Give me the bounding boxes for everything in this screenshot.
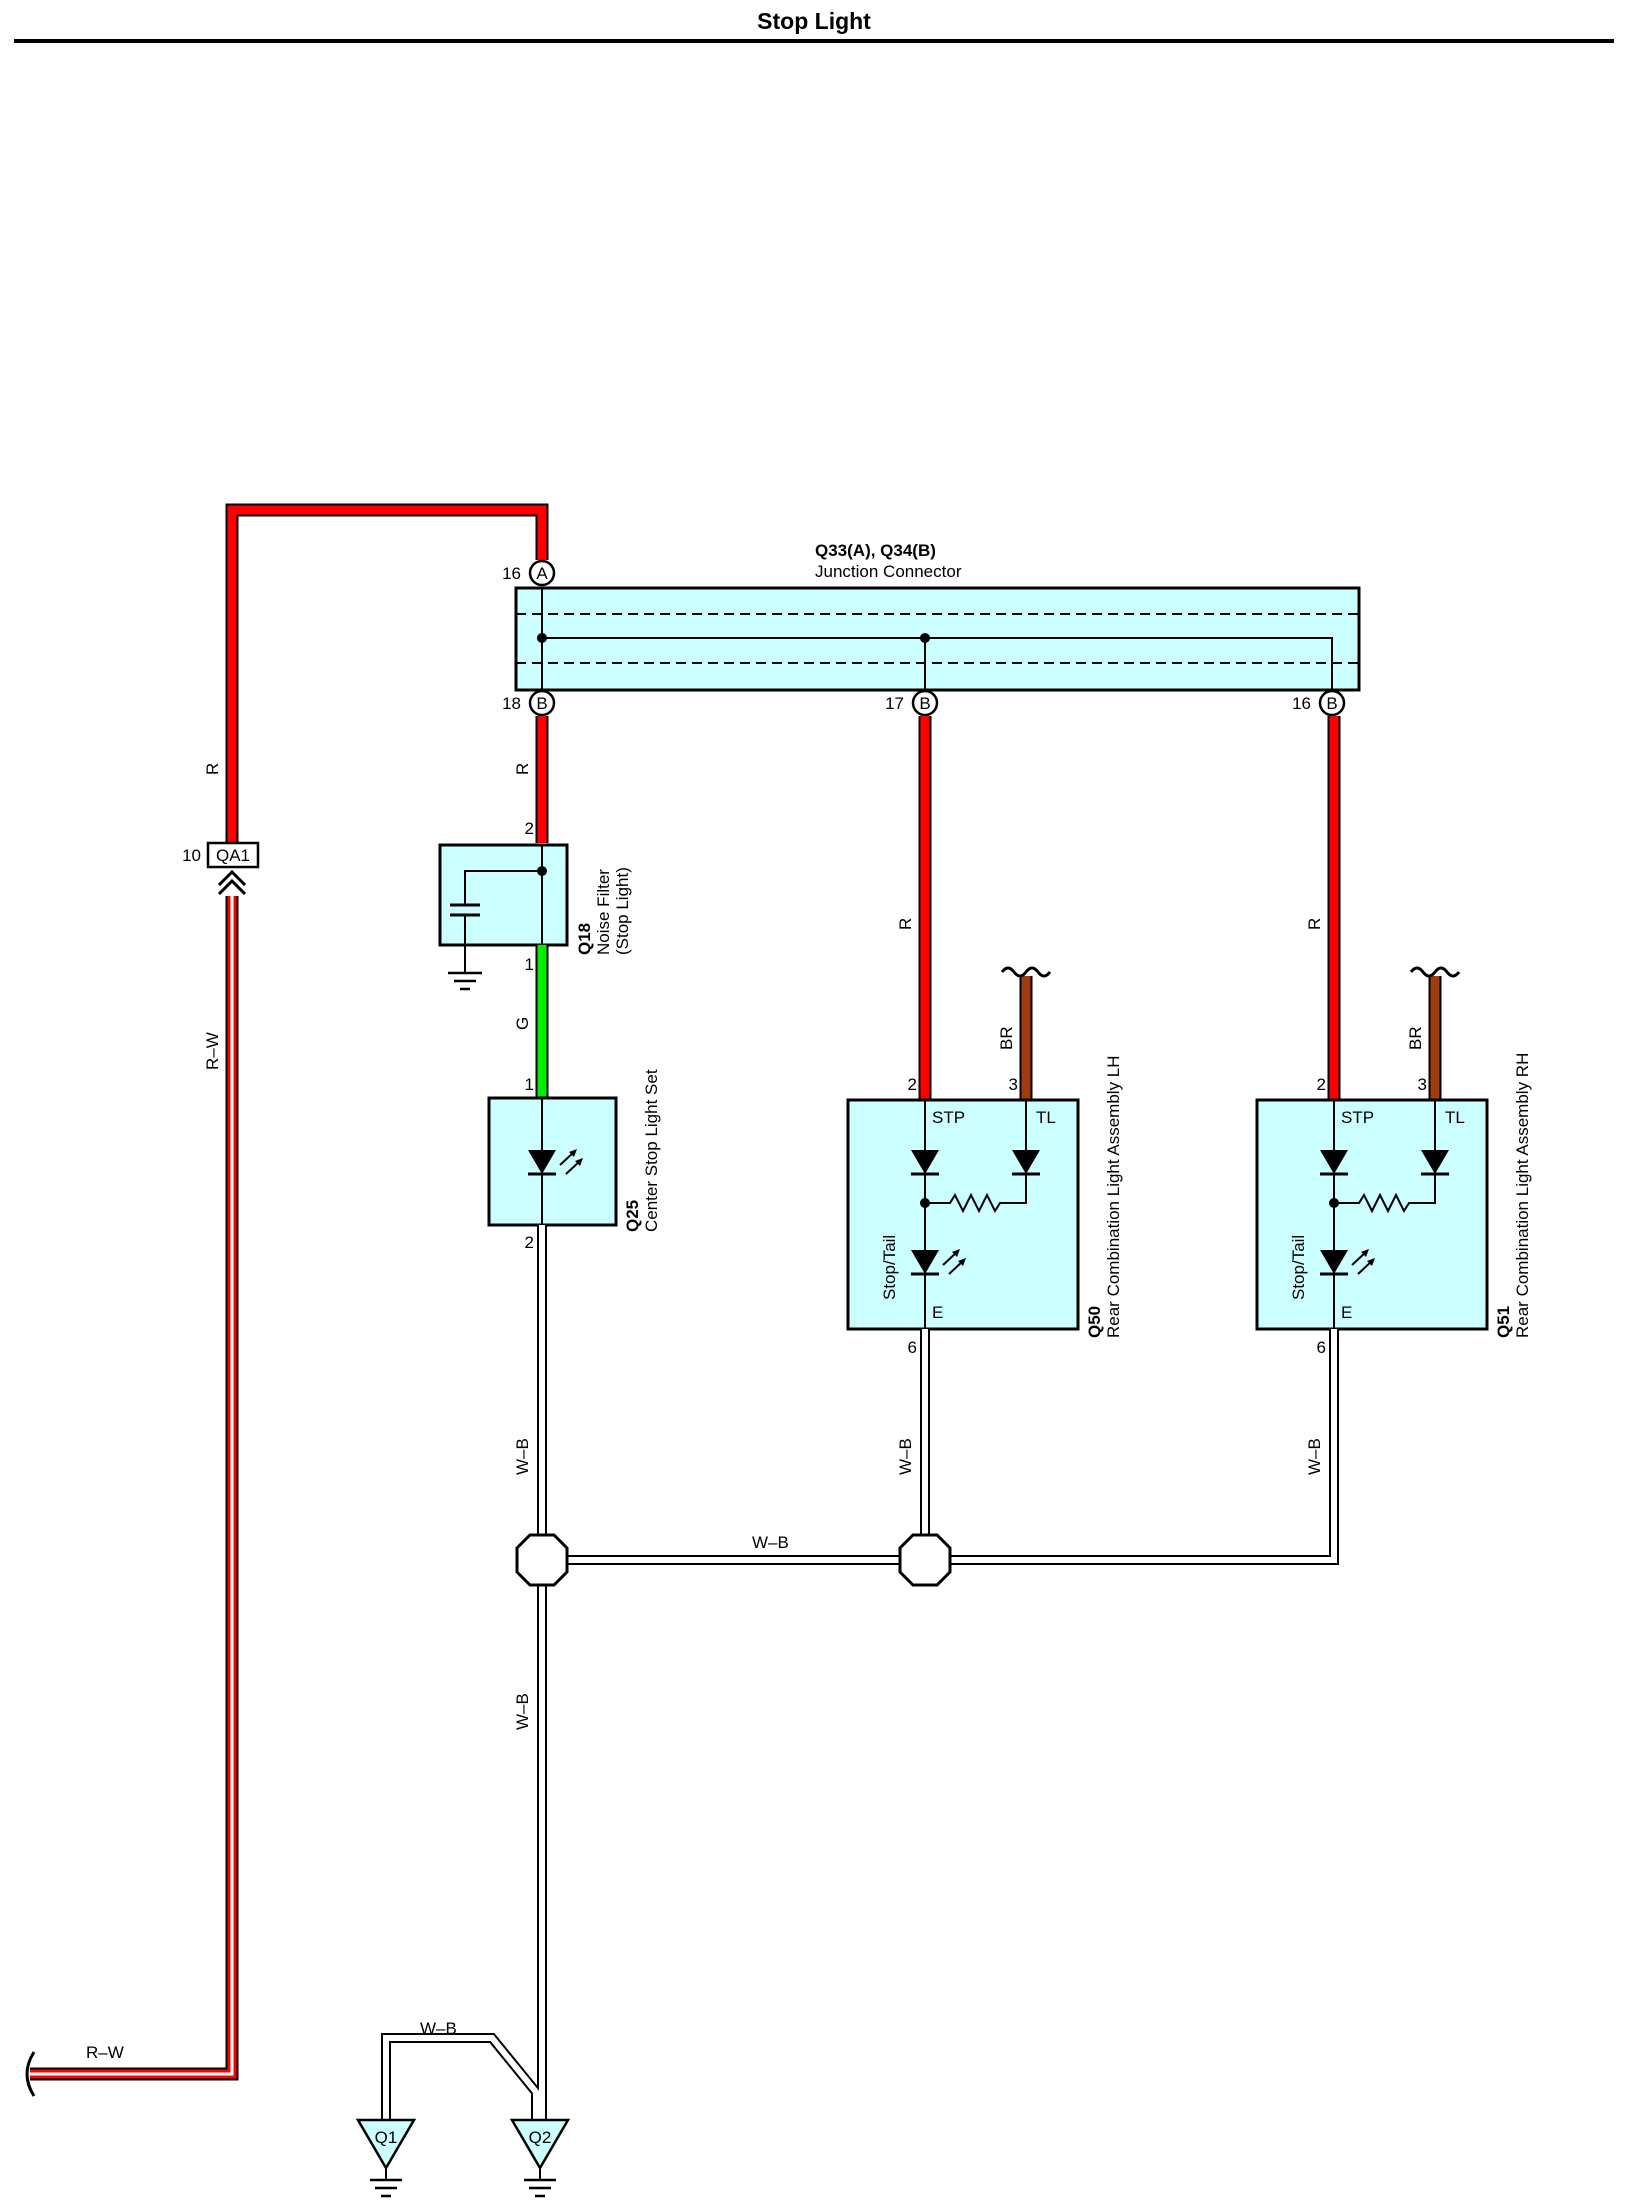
- junction-pin-16a: [528, 559, 556, 587]
- center-stop-light-pin-out: 2: [525, 1233, 534, 1252]
- junction-pin-18b-number: 18: [502, 694, 521, 713]
- wire-label-br-rh: BR: [1406, 1026, 1425, 1050]
- wire-label-wb-lh: W–B: [896, 1438, 915, 1475]
- wire-label-r-feed: R: [203, 763, 222, 775]
- junction-pin-16b-letter: B: [1326, 694, 1337, 713]
- rear-rh-pin-e: 6: [1317, 1338, 1326, 1357]
- rear-lh-code: Q50: [1085, 1306, 1104, 1338]
- ground-icon: [448, 971, 482, 991]
- junction-pin-16b: [1318, 689, 1346, 717]
- rear-lh-pin-e: 6: [908, 1338, 917, 1357]
- rear-rh-code: Q51: [1494, 1306, 1513, 1338]
- led-icon: [909, 1248, 966, 1276]
- rear-rh-pin-stp: 2: [1317, 1075, 1326, 1094]
- wire-label-r-noise: R: [513, 763, 532, 775]
- junction-pin-17b-letter: B: [919, 694, 930, 713]
- junction-pin-18b: [528, 689, 556, 717]
- wire-label-r-rh: R: [1305, 918, 1324, 930]
- title-rule: [14, 39, 1614, 43]
- center-stop-light-code: Q25: [623, 1200, 642, 1232]
- wire-wb-network: [381, 1225, 1339, 2120]
- ground-q2-label: Q2: [529, 2128, 552, 2147]
- rear-combination-light-rh-q51: [1255, 1098, 1489, 1331]
- wire-label-wb-q1: W–B: [420, 2019, 457, 2038]
- wire-label-wb-rh: W–B: [1305, 1438, 1324, 1475]
- wire-label-g: G: [513, 1017, 532, 1030]
- rear-rh-name: Rear Combination Light Assembly RH: [1513, 1053, 1532, 1338]
- wire-br-rh: [1409, 966, 1461, 1100]
- junction-connector-name: Junction Connector: [815, 562, 962, 581]
- rear-rh-stoptail-label: Stop/Tail: [1289, 1235, 1308, 1300]
- wire-label-r-lh: R: [896, 918, 915, 930]
- wire-label-wb-horizontal: W–B: [752, 1533, 789, 1552]
- wire-label-rw-horizontal: R–W: [86, 2043, 124, 2062]
- rear-lh-e-label: E: [932, 1303, 943, 1322]
- rear-lh-pin-tl: 3: [1009, 1075, 1018, 1094]
- rear-rh-e-label: E: [1341, 1303, 1352, 1322]
- rear-lh-name: Rear Combination Light Assembly LH: [1104, 1055, 1123, 1338]
- wire-r-feed: [225, 503, 549, 848]
- wire-br-lh: [1000, 966, 1052, 1100]
- ground-icon: [370, 2178, 402, 2198]
- wire-label-wb-center: W–B: [513, 1438, 532, 1475]
- center-stop-light-q25: [487, 1096, 618, 1227]
- connector-qa1-pin: 10: [182, 846, 201, 865]
- ground-point-q2: [509, 2118, 571, 2180]
- noise-filter-code: Q18: [575, 923, 594, 955]
- splice-point-lh: [898, 1533, 952, 1587]
- splice-point-center: [515, 1533, 569, 1587]
- noise-filter-q18: [438, 843, 569, 973]
- rear-lh-pin-stp: 2: [908, 1075, 917, 1094]
- junction-pin-16a-letter: A: [536, 564, 548, 583]
- rear-lh-stp-label: STP: [932, 1108, 965, 1127]
- wire-rw: [30, 896, 239, 2081]
- noise-filter-pin-in: 2: [525, 819, 534, 838]
- noise-filter-name: Noise Filter: [594, 869, 613, 955]
- ground-q1-label: Q1: [375, 2128, 398, 2147]
- wire-break-icon: [25, 2051, 36, 2097]
- rear-combination-light-lh-q50: [846, 1098, 1080, 1331]
- led-icon: [1318, 1248, 1375, 1276]
- led-icon: [526, 1148, 583, 1176]
- ground-icon: [524, 2178, 556, 2198]
- junction-pin-17b-number: 17: [885, 694, 904, 713]
- wire-label-wb-lower: W–B: [513, 1693, 532, 1730]
- junction-pin-17b: [911, 689, 939, 717]
- rear-lh-tl-label: TL: [1036, 1108, 1056, 1127]
- rear-rh-pin-tl: 3: [1418, 1075, 1427, 1094]
- junction-connector: [514, 586, 1361, 692]
- rear-lh-stoptail-label: Stop/Tail: [880, 1235, 899, 1300]
- center-stop-light-name: Center Stop Light Set: [642, 1069, 661, 1232]
- center-stop-light-pin-in: 1: [525, 1075, 534, 1094]
- connector-qa1: [206, 841, 260, 896]
- rear-rh-tl-label: TL: [1445, 1108, 1465, 1127]
- wire-label-rw-vertical: R–W: [203, 1032, 222, 1070]
- wire-label-br-lh: BR: [997, 1026, 1016, 1050]
- rear-rh-stp-label: STP: [1341, 1108, 1374, 1127]
- ground-point-q1: [355, 2118, 417, 2180]
- connector-qa1-code: QA1: [216, 846, 250, 865]
- junction-pin-18b-letter: B: [536, 694, 547, 713]
- noise-filter-sub: (Stop Light): [613, 867, 632, 955]
- page-title: Stop Light: [757, 8, 871, 34]
- noise-filter-pin-out: 1: [525, 955, 534, 974]
- junction-pin-16a-number: 16: [502, 564, 521, 583]
- junction-connector-code: Q33(A), Q34(B): [815, 541, 936, 560]
- junction-pin-16b-number: 16: [1292, 694, 1311, 713]
